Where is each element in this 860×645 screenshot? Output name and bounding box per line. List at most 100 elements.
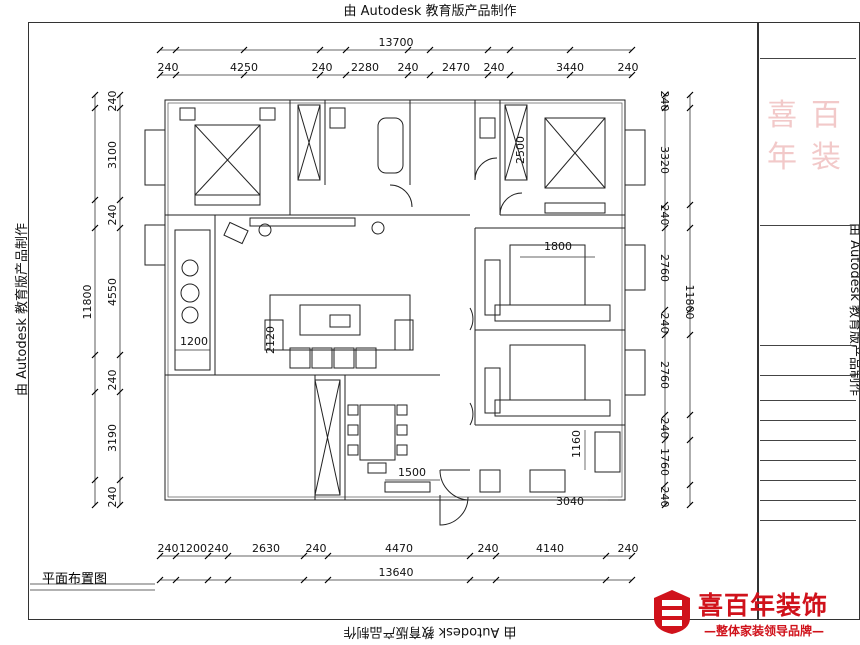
bay-window [624,129,646,186]
plant [371,221,385,235]
dim-tick [661,224,669,232]
dim-tick [342,71,350,79]
bench [494,399,611,417]
dim-tick [566,46,574,54]
dim-tick [661,501,669,509]
coffee-table [299,304,361,336]
dim-bottom-segment: 240 [478,542,499,555]
fridge [594,431,621,473]
drawing-title: 平面布置图 [42,572,108,587]
bed-fourth [509,344,586,401]
dim-tick [686,411,694,419]
dim-tick [324,552,332,560]
dim-tick [91,104,99,112]
dim-tick [686,331,694,339]
dim-tick [661,331,669,339]
round-table [180,283,200,303]
nightstand [179,107,196,121]
chair [347,424,359,436]
dim-right-segment: 240 [658,418,671,439]
dim-tick [628,576,636,584]
dim-tick [316,71,324,79]
chair [396,404,408,416]
sofa-set [269,294,411,351]
ottoman [289,347,311,369]
dim-top-segment: 240 [484,61,505,74]
dim-top-total: 13700 [379,36,414,49]
shoe-cabinet [384,481,431,493]
ottoman [311,347,333,369]
dim-tick [116,388,124,396]
title-block-row [760,225,856,226]
brand-block: 喜百年装饰 —整体家装领导品牌— [650,586,855,642]
title-block-row [760,400,856,401]
dim-tick [628,552,636,560]
exterior-wall [164,99,626,501]
dim-right-segment: 240 [658,487,671,508]
dim-tick [426,46,434,54]
dim-tick [116,91,124,99]
entry-door [439,469,471,501]
title-block-row [760,520,856,521]
dim-tick [91,501,99,509]
dim-tick [300,576,308,584]
dim-tick [426,71,434,79]
brand-name: 喜百年装饰 [698,591,829,620]
stove [529,469,566,493]
dim-kitchen-width: 3040 [556,495,584,508]
door-swing [499,192,523,216]
dim-left-segment: 240 [106,487,119,508]
dim-tick [324,576,332,584]
toilet [329,107,346,129]
company-stamp: 喜百年装 [763,90,855,175]
dim-left-segment: 4550 [106,278,119,306]
dim-tick [172,46,180,54]
dim-top-segment: 240 [312,61,333,74]
dim-tick [661,411,669,419]
dim-tick [661,436,669,444]
watermark-top: 由 Autodesk 教育版产品制作 [343,4,517,19]
title-block-row [760,460,856,461]
dim-tick [466,576,474,584]
dim-tick [686,91,694,99]
stamp-char: 百 [811,98,841,133]
bench [194,194,261,206]
door-swing [389,184,413,208]
drawing-frame [28,22,758,620]
dim-top-segment: 240 [158,61,179,74]
dim-left-segment: 3190 [106,424,119,452]
bay-window [144,224,166,266]
dim-top-segment: 4250 [230,61,258,74]
dim-tick [156,71,164,79]
stamp-char: 喜 [767,98,797,133]
dim-tick [172,552,180,560]
dim-tick [91,351,99,359]
bench [494,304,611,322]
dim-right-segment: 240 [658,91,671,112]
door-swing [469,402,474,426]
dim-bottom-segment: 1200 [179,542,207,555]
dim-tick [91,196,99,204]
dim-tick [156,552,164,560]
door-swing [474,157,498,181]
dim-tick [404,46,412,54]
dim-bottom-segment: 2630 [252,542,280,555]
ottoman [355,347,377,369]
dim-tick [686,201,694,209]
title-block-row [760,58,856,59]
dim-bottom-segment: 240 [306,542,327,555]
dim-tick [661,91,669,99]
wardrobe [297,104,321,181]
dim-tick [116,224,124,232]
dim-tick [661,201,669,209]
plant [181,259,199,277]
dim-tick [628,46,636,54]
wardrobe [504,104,528,181]
dim-tick [484,46,492,54]
bay-window [144,129,166,186]
bed-second [544,117,606,189]
tv-cabinet [249,217,356,227]
dim-tick [484,71,492,79]
nightstand [259,107,276,121]
dim-bottom-segment: 240 [618,542,639,555]
